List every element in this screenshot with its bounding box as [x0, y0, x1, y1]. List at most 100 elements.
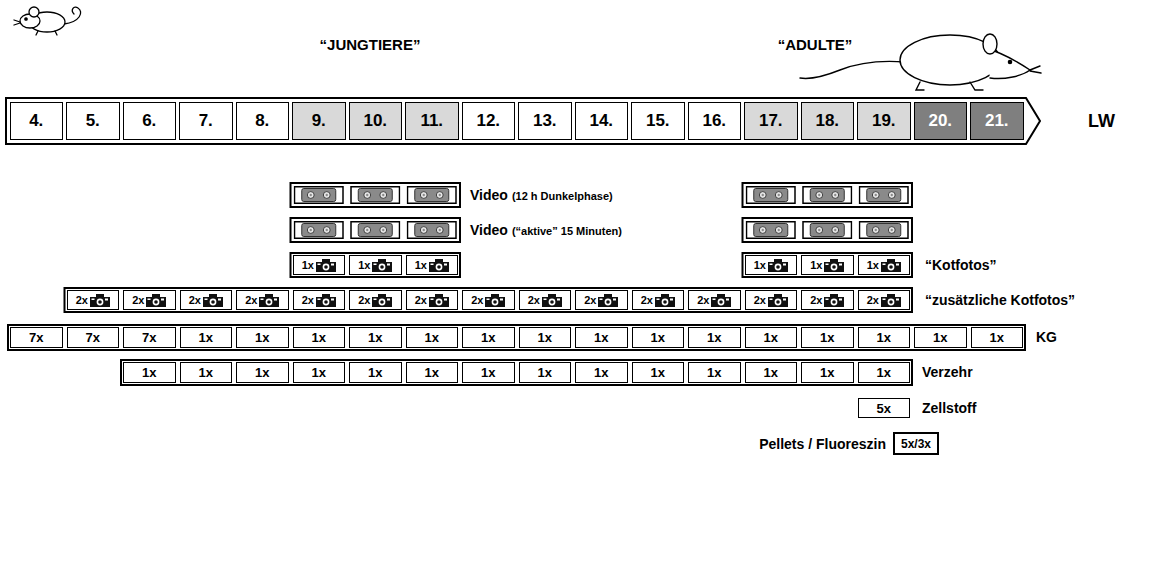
week-cell: 12. [462, 102, 516, 140]
cell-text: 1x [594, 330, 608, 345]
cell-text: 1x [255, 365, 269, 380]
camera-icon [768, 259, 788, 272]
week-cell: 11. [405, 102, 459, 140]
cell-text: 12. [476, 111, 500, 131]
cell-text: 1x [368, 330, 382, 345]
cell-text: 1x [820, 365, 834, 380]
cell-text: 11. [420, 111, 443, 131]
cell-text: 1x [199, 365, 213, 380]
count-cell: 1x [293, 362, 346, 383]
cell-text: 20. [928, 111, 952, 131]
row-label: Pellets / Fluoreszin [759, 436, 886, 452]
cell-text: 1x [368, 365, 382, 380]
week-cell: 16. [688, 102, 742, 140]
row-note: (“aktive” 15 Minuten) [512, 225, 622, 238]
count-cell: 1x [236, 362, 289, 383]
cell-text: 1x [538, 330, 552, 345]
cell-text: 7x [29, 330, 43, 345]
cell-text: 1x [481, 365, 495, 380]
count-cell: 1x [858, 362, 911, 383]
row-label: Video [470, 187, 508, 203]
cell-text: 1x [358, 259, 370, 271]
count-cell: 1x [801, 362, 854, 383]
cell-text: 2x [867, 294, 879, 306]
camera-icon [824, 259, 844, 272]
cell-text: 1x [933, 330, 947, 345]
count-cell: 1x [519, 362, 572, 383]
camera-icon [146, 294, 166, 307]
row-outlines [8, 253, 1025, 385]
week-cell: 5. [66, 102, 120, 140]
cell-text: 19. [872, 111, 896, 131]
count-cell: 1x [745, 255, 798, 275]
count-cell: 1x [971, 327, 1024, 348]
count-cell: 2x [519, 290, 572, 310]
cell-text: 1x [754, 259, 766, 271]
camera-icon [203, 294, 223, 307]
cell-text: 1x [651, 330, 665, 345]
count-cell: 1x [123, 362, 176, 383]
camera-icon [372, 294, 392, 307]
count-cell: 5x [858, 398, 911, 418]
cell-text: 2x [415, 294, 427, 306]
count-cell: 1x [293, 327, 346, 348]
cell-text: 10. [363, 111, 387, 131]
group-label: “JUNGTIERE” [320, 36, 421, 53]
cell-text: 2x [697, 294, 709, 306]
cell-text: 2x [358, 294, 370, 306]
cell-text: 1x [425, 365, 439, 380]
cell-text: 1x [810, 259, 822, 271]
axis-label: LW [1088, 111, 1115, 132]
camera-icon [711, 294, 731, 307]
count-cell: 1x [801, 327, 854, 348]
count-cell: 1x [688, 327, 741, 348]
count-cell: 1x [406, 362, 459, 383]
week-cell: 20. [914, 102, 968, 140]
cell-text: 2x [641, 294, 653, 306]
cell-text: 1x [142, 365, 156, 380]
row-note: (12 h Dunkelphase) [512, 190, 613, 203]
cell-text: 17. [759, 111, 783, 131]
cell-text: 2x [471, 294, 483, 306]
count-cell: 1x [575, 327, 628, 348]
cell-text: 1x [764, 365, 778, 380]
cell-text: 4. [29, 111, 43, 131]
week-cell: 6. [123, 102, 177, 140]
count-cell: 1x [575, 362, 628, 383]
cell-text: 1x [425, 330, 439, 345]
count-cell: 1x [632, 327, 685, 348]
group-label: “ADULTE” [778, 36, 853, 53]
cell-text: 2x [584, 294, 596, 306]
cell-text: 1x [302, 259, 314, 271]
count-cell: 1x [858, 327, 911, 348]
cell-text: 1x [651, 365, 665, 380]
cell-text: 1x [877, 365, 891, 380]
week-cell: 21. [970, 102, 1024, 140]
count-cell: 2x [745, 290, 798, 310]
camera-icon [259, 294, 279, 307]
count-cell: 2x [293, 290, 346, 310]
camera-icon [768, 294, 788, 307]
cell-text: 2x [754, 294, 766, 306]
count-cell: 2x [632, 290, 685, 310]
week-cell: 15. [631, 102, 685, 140]
cell-text: 1x [415, 259, 427, 271]
count-cell: 1x [180, 327, 233, 348]
cell-text: 2x [245, 294, 257, 306]
count-cell: 2x [406, 290, 459, 310]
count-cell: 1x [406, 327, 459, 348]
count-cell: 1x [349, 255, 402, 275]
video-rows [291, 183, 913, 242]
cell-text: 2x [76, 294, 88, 306]
camera-icon [90, 294, 110, 307]
camera-icon [429, 294, 449, 307]
count-cell: 7x [123, 327, 176, 348]
week-cell: 7. [179, 102, 233, 140]
cell-text: 16. [702, 111, 726, 131]
cell-text: 1x [707, 330, 721, 345]
cell-text: 7x [86, 330, 100, 345]
count-cell: 1x [632, 362, 685, 383]
cell-text: 1x [877, 330, 891, 345]
